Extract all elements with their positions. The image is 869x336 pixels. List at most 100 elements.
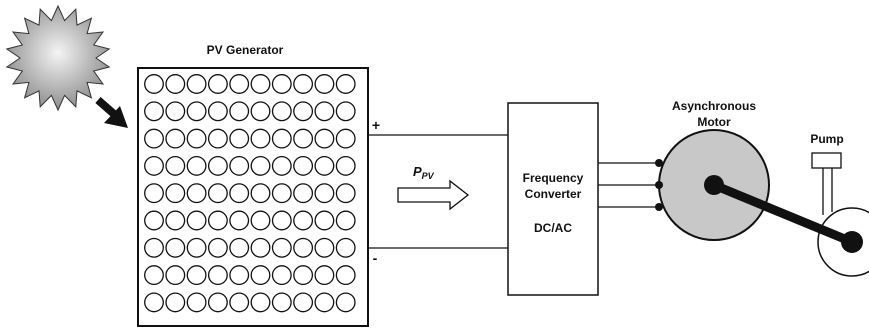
pv-cell [250,74,271,94]
converter-label-line3: DC/AC [534,221,572,235]
pv-cell [186,210,207,231]
sunlight-arrow [95,96,128,128]
pv-cell [250,237,271,258]
pv-cell [335,210,356,231]
pv-cell [314,237,335,258]
pv-cell [229,155,250,176]
pv-cell [314,183,335,204]
pump-outlet [811,152,842,169]
pv-cell-grid [144,74,356,313]
pv-cell [314,74,335,94]
pv-cell [271,237,292,258]
pv-cell [250,265,271,286]
pv-cell [144,237,164,258]
pv-cell [207,210,228,231]
pv-cell [293,155,314,176]
pv-cell [271,183,292,204]
pv-cell [144,183,164,204]
motor-label-line2: Motor [697,115,731,129]
motor-terminals [655,159,663,211]
pv-cell [314,101,335,122]
converter-label-line1: Frequency [523,171,584,185]
pv-cell [144,210,164,231]
pv-cell [271,265,292,286]
pv-cell [229,101,250,122]
pv-cell [165,292,186,313]
pv-cell [186,155,207,176]
pv-cell [314,155,335,176]
motor-label-line1: Asynchronous [672,99,756,113]
pv-cell [229,237,250,258]
pv-cell [250,210,271,231]
pv-cell [335,74,356,94]
pv-cell [335,292,356,313]
pv-cell [186,183,207,204]
power-flow-label: PPV [413,164,435,181]
pv-cell [335,155,356,176]
pv-cell [186,74,207,94]
pv-cell [271,210,292,231]
pv-cell [314,128,335,149]
motor-shaft-hub [704,175,724,195]
pv-cell [314,265,335,286]
pv-cell [144,265,164,286]
pv-cell [229,128,250,149]
pv-cell [165,74,186,94]
pump-shaft-hub [841,231,863,253]
pv-cell [144,74,164,94]
pv-cell [207,128,228,149]
pv-cell [250,155,271,176]
pv-cell [271,74,292,94]
pv-cell [314,292,335,313]
pv-cell [207,155,228,176]
pv-cell [250,128,271,149]
pv-cell [293,101,314,122]
pv-cell [293,210,314,231]
pv-cell [144,128,164,149]
pv-cell [229,292,250,313]
power-flow-arrow [397,179,470,211]
pv-cell [271,292,292,313]
ac-three-phase-lines [598,162,658,208]
pv-cell [229,265,250,286]
pv-cell [293,237,314,258]
pump-label: Pump [810,132,843,146]
pv-cell [144,292,164,313]
pv-cell [271,128,292,149]
pv-cell [186,292,207,313]
pv-cell [229,210,250,231]
pv-cell [165,101,186,122]
pv-cell [335,101,356,122]
pv-cell [186,128,207,149]
pv-cell [293,183,314,204]
positive-terminal: + [372,117,380,133]
pv-cell [314,210,335,231]
pv-cell [250,292,271,313]
negative-terminal: - [373,250,378,266]
pv-cell [229,74,250,94]
pv-cell [186,265,207,286]
drive-shaft [709,180,857,247]
pv-cell [207,237,228,258]
pv-cell [144,101,164,122]
pv-cell [144,155,164,176]
pv-cell [165,128,186,149]
pv-cell [207,183,228,204]
frequency-converter-box [507,102,599,296]
pv-cell [293,128,314,149]
pv-cell [165,183,186,204]
pv-cell [207,265,228,286]
pv-cell [207,101,228,122]
pv-cell [250,101,271,122]
pv-generator-label: PV Generator [207,43,284,57]
pv-cell [207,74,228,94]
pv-cell [186,101,207,122]
pv-cell [229,183,250,204]
pv-cell [335,237,356,258]
pv-cell [250,183,271,204]
pv-cell [293,265,314,286]
pv-cell [335,183,356,204]
converter-label-line2: Converter [525,187,582,201]
pv-cell [271,101,292,122]
